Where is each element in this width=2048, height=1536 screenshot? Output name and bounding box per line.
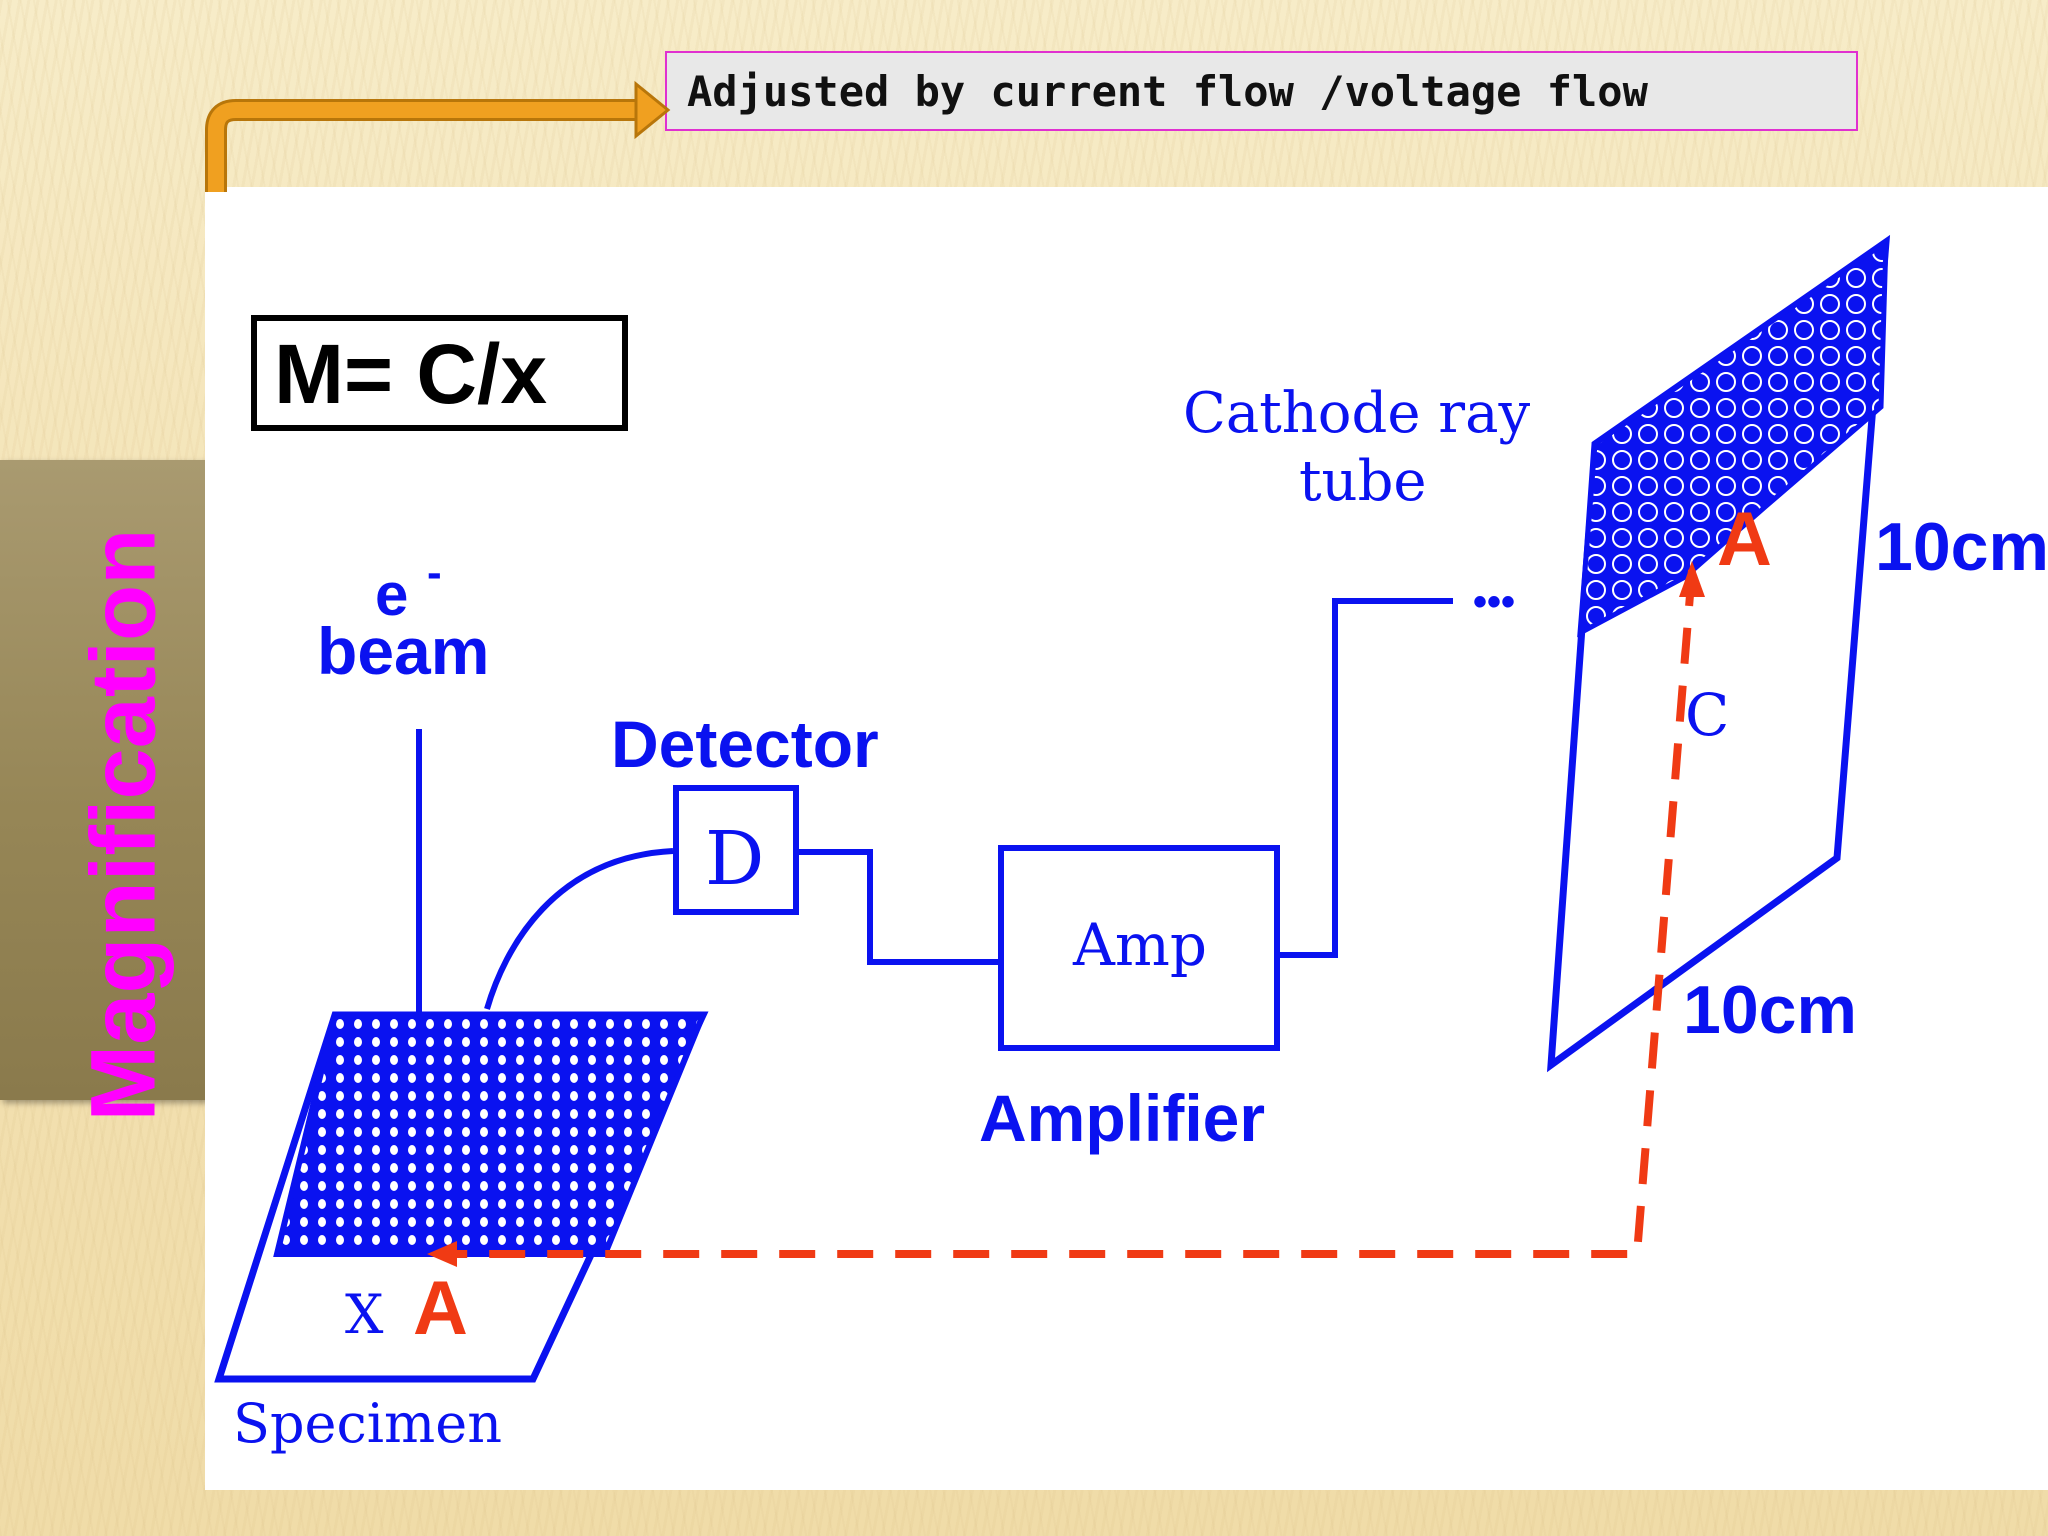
crt-scanned-area	[1577, 237, 1889, 638]
specimen-scanned-area	[273, 1012, 708, 1257]
trace-arrowhead-specimen	[427, 1241, 457, 1267]
specimen-point-a: A	[413, 1266, 468, 1351]
crt-point-a: A	[1717, 497, 1772, 582]
specimen-label: Specimen	[233, 1392, 502, 1455]
detector-title: Detector	[611, 707, 879, 781]
trace-path	[440, 569, 1696, 1258]
detector-amp-wire	[796, 849, 1001, 965]
sem-magnification-diagram: M= C/x e - beam X A Specimen Detector D …	[205, 187, 2048, 1490]
distance-x-label: X	[345, 1283, 384, 1346]
formula-text: M= C/x	[274, 327, 547, 421]
detector-cable	[484, 848, 674, 1010]
callout-text: Adjusted by current flow /voltage flow	[687, 66, 1648, 116]
side-title-bar	[0, 460, 218, 1100]
distance-c-label: C	[1685, 681, 1729, 749]
formula-box	[251, 315, 628, 431]
e-beam-superscript: -	[427, 548, 442, 597]
amplifier-box	[998, 845, 1280, 1051]
amplifier-label: Amplifier	[979, 1081, 1265, 1155]
connection-dots: •••	[1473, 580, 1515, 624]
adjustment-callout: Adjusted by current flow /voltage flow	[665, 51, 1858, 131]
amplifier-box-label: Amp	[1072, 911, 1207, 979]
trace-arrowhead-screen	[1679, 561, 1705, 597]
e-beam-word: beam	[317, 614, 489, 688]
crt-label-line2: tube	[1299, 449, 1427, 514]
crt-label-line1: Cathode ray	[1183, 381, 1530, 446]
diagram-svg: M= C/x e - beam X A Specimen Detector D …	[214, 234, 2048, 1455]
detector-box	[673, 785, 799, 915]
amp-crt-wire	[1277, 598, 1453, 958]
dimension-horizontal: 10cm	[1683, 972, 1857, 1048]
dimension-vertical: 10cm	[1875, 509, 2048, 585]
detector-letter: D	[705, 816, 764, 902]
e-beam-e: e	[375, 561, 408, 628]
side-title: Magnification	[72, 528, 175, 1122]
